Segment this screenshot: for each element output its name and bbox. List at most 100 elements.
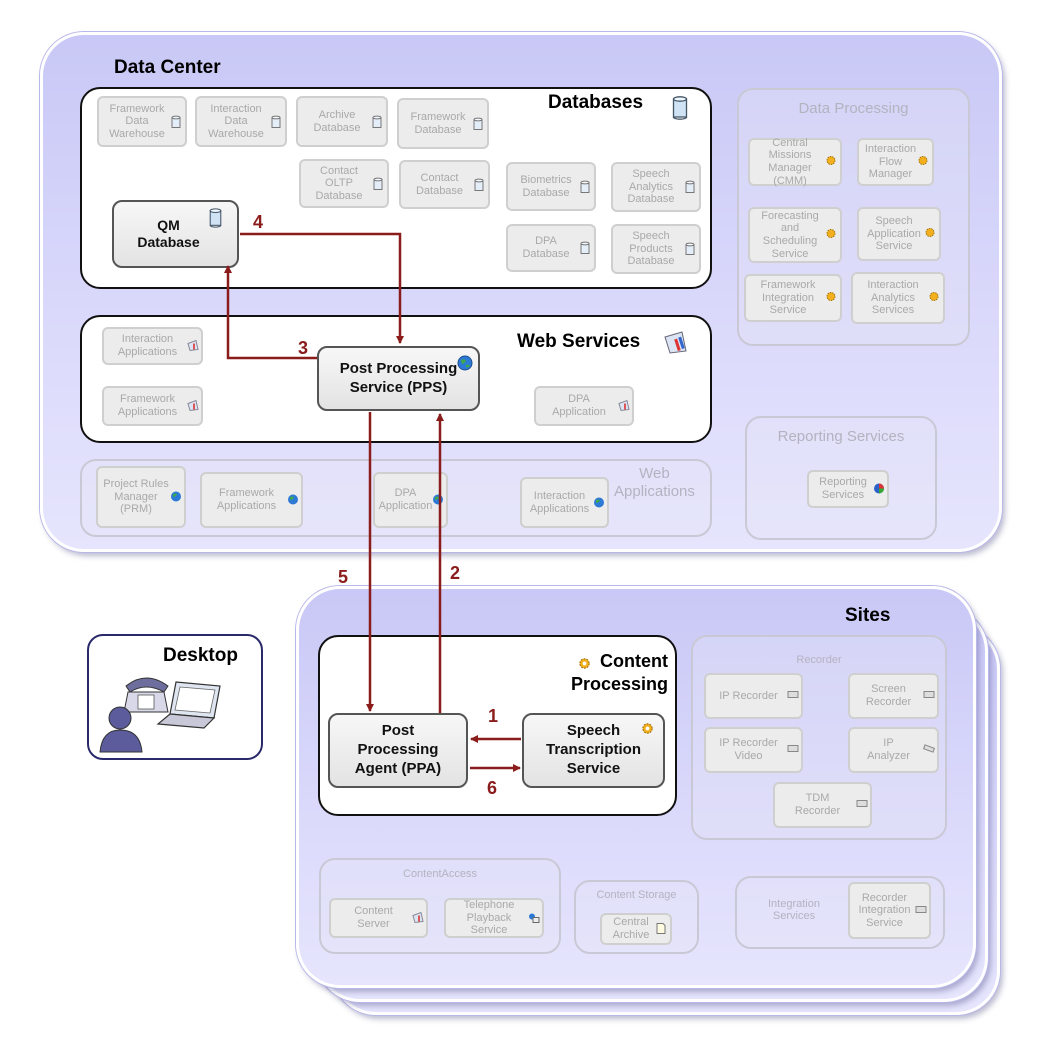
database-icon — [171, 115, 181, 128]
dp-interaction-analytics-services[interactable]: Interaction Analytics Services — [851, 272, 945, 324]
gear-icon — [826, 156, 836, 169]
wa-project-rules-manager[interactable]: Project Rules Manager (PRM) — [96, 466, 186, 528]
gear-icon — [826, 229, 836, 242]
sites-title: Sites — [845, 605, 891, 626]
wa-framework-applications[interactable]: Framework Applications — [200, 472, 303, 528]
db-dpa-database[interactable]: DPA Database — [506, 224, 596, 272]
dp-forecasting-scheduling-service[interactable]: Forecasting and Scheduling Service — [748, 207, 842, 263]
analyzer-icon — [922, 744, 936, 757]
database-icon — [580, 241, 590, 255]
is-recorder-integration-service[interactable]: Recorder Integration Service — [848, 882, 931, 939]
database-icon — [209, 208, 222, 228]
db-framework-database[interactable]: Framework Database — [397, 98, 489, 149]
app-icon — [412, 911, 424, 925]
db-speech-analytics-database[interactable]: Speech Analytics Database — [611, 162, 701, 212]
database-icon — [372, 115, 382, 128]
post-processing-service[interactable]: Post Processing Service (PPS) — [317, 346, 480, 411]
data-center-title: Data Center — [114, 57, 221, 78]
databases-title: Databases — [548, 92, 644, 113]
app-icon — [187, 399, 199, 413]
database-icon — [474, 178, 484, 191]
gear-icon — [579, 658, 590, 669]
dp-framework-integration-service[interactable]: Framework Integration Service — [744, 274, 842, 322]
web-services-title: Web Services — [517, 331, 641, 352]
content-access-title: ContentAccess — [403, 868, 477, 880]
gear-icon — [826, 292, 836, 305]
ws-dpa-application[interactable]: DPA Application — [534, 386, 634, 426]
wa-dpa-application[interactable]: DPA Application — [373, 472, 448, 528]
desktop-title: Desktop — [163, 645, 238, 666]
desktop-illustration — [99, 677, 221, 753]
step-label-3: 3 — [298, 338, 309, 358]
ca-content-server[interactable]: Content Server — [329, 898, 428, 938]
gear-icon — [925, 228, 935, 241]
ca-telephone-playback-service[interactable]: Telephone Playback Service — [444, 898, 544, 938]
recorder-icon — [923, 690, 935, 703]
dp-interaction-flow-manager[interactable]: Interaction Flow Manager — [857, 138, 934, 186]
dp-speech-application-service[interactable]: Speech Application Service — [857, 207, 941, 261]
db-contact-database[interactable]: Contact Database — [399, 160, 490, 209]
step-label-4: 4 — [253, 212, 264, 232]
step-label-5: 5 — [338, 567, 349, 587]
pie-chart-icon — [873, 483, 884, 496]
ws-framework-applications[interactable]: Framework Applications — [102, 386, 203, 426]
arrow-step-3 — [224, 265, 317, 360]
laptop-icon — [156, 681, 221, 729]
content-storage-title: Content Storage — [596, 889, 677, 901]
step-label-1: 1 — [488, 706, 499, 726]
rec-ip-analyzer[interactable]: IP Analyzer — [848, 727, 939, 773]
post-processing-agent[interactable]: Post Processing Agent (PPA) — [328, 713, 468, 788]
database-icon — [672, 96, 688, 120]
database-icon — [685, 242, 695, 256]
user-icon — [99, 706, 143, 753]
step-label-2: 2 — [450, 563, 461, 583]
database-icon — [473, 117, 483, 130]
reporting-services-item[interactable]: Reporting Services — [807, 470, 889, 508]
db-archive-database[interactable]: Archive Database — [296, 96, 388, 147]
data-processing-title: Data Processing — [798, 100, 909, 117]
reporting-services-title: Reporting Services — [777, 428, 905, 445]
recorder-icon — [915, 904, 927, 917]
database-icon — [685, 180, 695, 194]
app-icon — [187, 339, 199, 353]
database-icon — [373, 177, 383, 190]
rec-ip-recorder-video[interactable]: IP Recorder Video — [704, 727, 803, 773]
globe-icon — [457, 355, 473, 371]
db-framework-data-warehouse[interactable]: Framework Data Warehouse — [97, 96, 187, 147]
content-processing-title: Content Processing — [570, 651, 668, 694]
globe-icon — [170, 491, 181, 504]
step-label-6: 6 — [487, 778, 498, 798]
ws-interaction-applications[interactable]: Interaction Applications — [102, 327, 203, 365]
recorder-title: Recorder — [796, 654, 842, 666]
recorder-icon — [787, 744, 799, 757]
web-services-icon — [664, 331, 687, 354]
recorder-icon — [787, 690, 799, 703]
playback-icon — [528, 912, 540, 925]
db-interaction-data-warehouse[interactable]: Interaction Data Warehouse — [195, 96, 287, 147]
integration-services-title: Integration Services — [768, 898, 820, 922]
app-icon — [618, 399, 630, 413]
gear-icon — [918, 156, 928, 169]
speech-transcription-service[interactable]: Speech Transcription Service — [522, 713, 665, 788]
globe-icon — [593, 496, 604, 509]
rec-screen-recorder[interactable]: Screen Recorder — [848, 673, 939, 719]
database-icon — [271, 115, 281, 128]
gear-icon — [642, 723, 653, 734]
wa-interaction-applications[interactable]: Interaction Applications — [520, 477, 609, 528]
telephone-icon — [123, 677, 169, 713]
dp-central-missions-manager[interactable]: Central Missions Manager (CMM) — [748, 137, 842, 187]
globe-icon — [287, 494, 298, 507]
db-speech-products-database[interactable]: Speech Products Database — [611, 224, 701, 274]
arrow-step-4 — [240, 232, 404, 344]
database-icon — [580, 180, 590, 193]
recorder-icon — [856, 799, 868, 812]
db-biometrics-database[interactable]: Biometrics Database — [506, 162, 596, 211]
gear-icon — [929, 292, 939, 305]
cs-central-archive[interactable]: Central Archive — [600, 913, 672, 945]
rec-ip-recorder[interactable]: IP Recorder — [704, 673, 803, 719]
web-applications-title: Web Applications — [614, 465, 695, 500]
archive-icon — [656, 923, 666, 936]
rec-tdm-recorder[interactable]: TDM Recorder — [773, 782, 872, 828]
db-contact-oltp-database[interactable]: Contact OLTP Database — [299, 159, 389, 208]
